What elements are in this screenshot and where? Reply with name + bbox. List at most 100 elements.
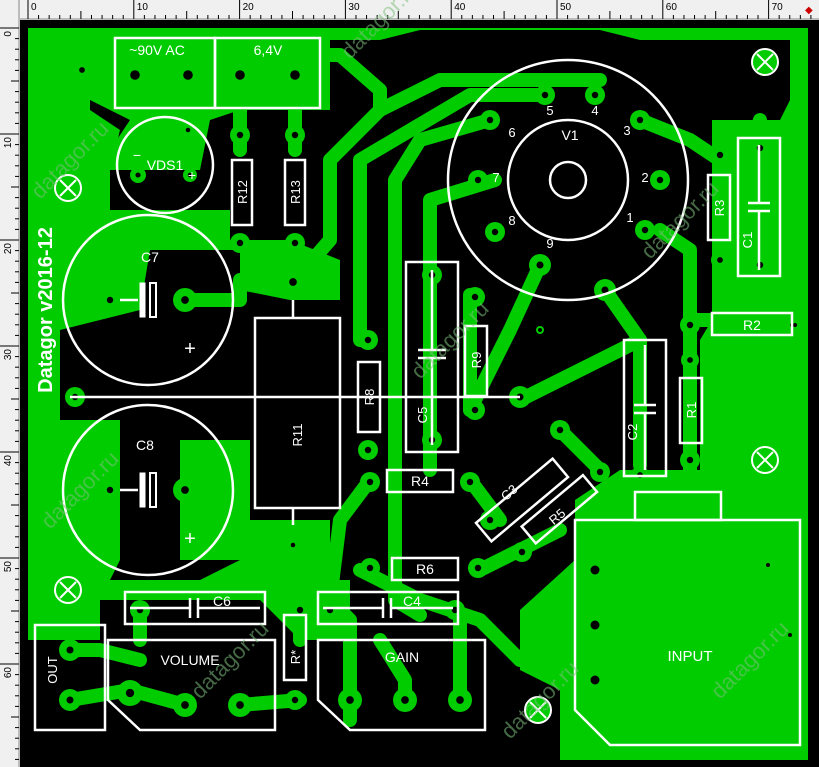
ruler-top-label: 70 xyxy=(772,2,784,13)
label-c2: C2 xyxy=(625,424,640,441)
mounting-hole-cross xyxy=(59,581,77,599)
v1-center-ring xyxy=(506,118,630,242)
mounting-hole-cross xyxy=(756,451,774,469)
drill-hole xyxy=(235,70,245,80)
mounting-holes xyxy=(54,48,779,724)
drill-hole xyxy=(471,293,479,301)
label-r1: R1 xyxy=(684,402,699,419)
r4-outline xyxy=(385,468,455,494)
label-c5: C5 xyxy=(415,407,430,424)
label-v1: V1 xyxy=(561,127,578,143)
input-jack-tab-outline xyxy=(633,490,723,522)
mounting-hole-cross xyxy=(529,701,547,719)
pin-4: 4 xyxy=(591,103,598,118)
ruler-left-label: 40 xyxy=(3,455,14,467)
drill-hole xyxy=(474,176,482,184)
label-r6: R6 xyxy=(416,561,434,577)
drill-hole xyxy=(66,696,74,704)
drill-hole xyxy=(466,478,474,486)
drill-hole xyxy=(538,328,542,332)
r2-outline xyxy=(710,311,794,337)
ruler-top-label: 50 xyxy=(560,2,572,13)
drill-hole xyxy=(291,239,299,247)
c8-plus: + xyxy=(184,528,196,550)
drill-hole xyxy=(125,688,135,698)
c3-outline xyxy=(474,456,570,544)
drill-hole xyxy=(491,228,499,236)
pin-2: 2 xyxy=(641,170,648,185)
silkscreen-text: ~90V AC 6,4V VDS1 − + C7 + C8 + V1 1 2 3… xyxy=(35,42,761,684)
drill-hole xyxy=(590,565,600,575)
pin-3: 3 xyxy=(623,123,630,138)
drill-hole xyxy=(596,468,604,476)
c8-outline xyxy=(61,403,235,577)
copper-r11-pour xyxy=(180,440,300,560)
drill-hole xyxy=(686,456,694,464)
drill-hole xyxy=(296,606,304,614)
drill-hole xyxy=(687,357,693,363)
label-r2: R2 xyxy=(743,317,761,333)
drill-hole xyxy=(290,542,296,548)
ruler-top-label: 10 xyxy=(137,2,149,13)
r11-outline xyxy=(253,316,342,510)
label-c8: C8 xyxy=(136,437,154,453)
rstar-outline xyxy=(282,613,308,682)
c4-outline xyxy=(316,590,460,626)
label-r3: R3 xyxy=(712,200,727,217)
vds1-outline xyxy=(115,115,215,215)
drill-hole xyxy=(236,239,244,247)
drill-hole xyxy=(456,696,464,704)
c7-plus: + xyxy=(184,338,196,360)
vds1-minus: − xyxy=(133,147,141,163)
pin-5: 5 xyxy=(546,103,553,118)
drill-hole xyxy=(79,67,85,73)
mounting-hole-cross xyxy=(756,53,774,71)
r3-outline xyxy=(706,173,732,242)
drill-hole xyxy=(236,131,244,139)
drill-hole xyxy=(471,406,479,414)
ruler-top-label: 0 xyxy=(31,2,37,13)
label-c7: C7 xyxy=(141,249,159,265)
ruler-left-label: 50 xyxy=(3,561,14,573)
drill-hole xyxy=(401,696,409,704)
drill-hole xyxy=(717,257,723,263)
c6-outline xyxy=(123,590,267,626)
pin-9: 9 xyxy=(546,236,553,251)
electrolytic-plates xyxy=(139,282,157,508)
pin-7: 7 xyxy=(492,170,499,185)
drill-hole xyxy=(291,696,299,704)
silkscreen xyxy=(33,36,802,747)
drill-hole xyxy=(183,70,193,80)
label-out: OUT xyxy=(45,656,60,684)
v1-socket-outline xyxy=(446,58,690,302)
drill-hole xyxy=(656,176,664,184)
drill-hole xyxy=(536,261,544,269)
out-connector-outline xyxy=(33,623,107,732)
drill-hole xyxy=(766,563,770,567)
ruler-top xyxy=(0,0,819,20)
r5-outline xyxy=(519,473,599,546)
heater-outline xyxy=(213,36,322,110)
pin-1: 1 xyxy=(626,210,633,225)
drill-hole xyxy=(518,548,526,556)
drill-hole xyxy=(486,116,494,124)
drill-hole xyxy=(591,91,599,99)
drill-hole xyxy=(364,446,372,454)
drill-hole xyxy=(641,226,649,234)
drill-hole xyxy=(130,70,140,80)
mounting-hole-cross xyxy=(59,179,77,197)
drill-hole xyxy=(788,633,792,637)
drill-hole xyxy=(187,172,193,178)
r6-outline xyxy=(390,556,460,582)
input-jack-outline xyxy=(573,518,802,747)
r1-outline xyxy=(678,376,704,445)
drill-hole xyxy=(541,91,549,99)
ruler-top-label: 40 xyxy=(454,2,466,13)
c1-outline xyxy=(736,136,782,278)
drill-hole xyxy=(135,172,141,178)
gain-pot-outline xyxy=(316,638,487,732)
ruler-left-label: 60 xyxy=(3,667,14,679)
